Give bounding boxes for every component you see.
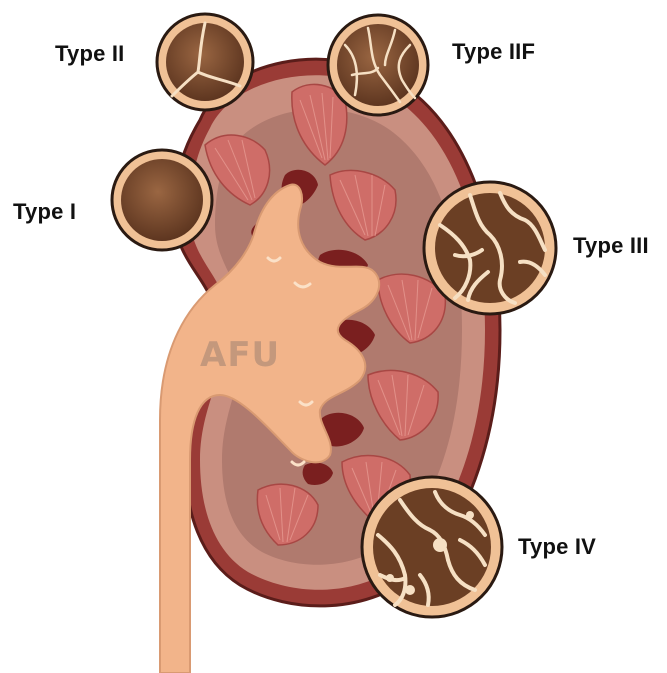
label-type-iv: Type IV	[518, 534, 596, 560]
cyst-type-iif	[328, 15, 428, 115]
label-type-ii: Type II	[55, 41, 124, 67]
cyst-type-iii	[424, 182, 556, 314]
cyst-type-i	[112, 150, 212, 250]
label-type-iii: Type III	[573, 233, 649, 259]
label-type-i: Type I	[13, 199, 76, 225]
cyst-type-ii	[157, 14, 253, 110]
label-type-iif: Type IIF	[452, 39, 535, 65]
cyst-type-iv	[362, 477, 502, 617]
afu-watermark: AFU	[200, 335, 280, 375]
